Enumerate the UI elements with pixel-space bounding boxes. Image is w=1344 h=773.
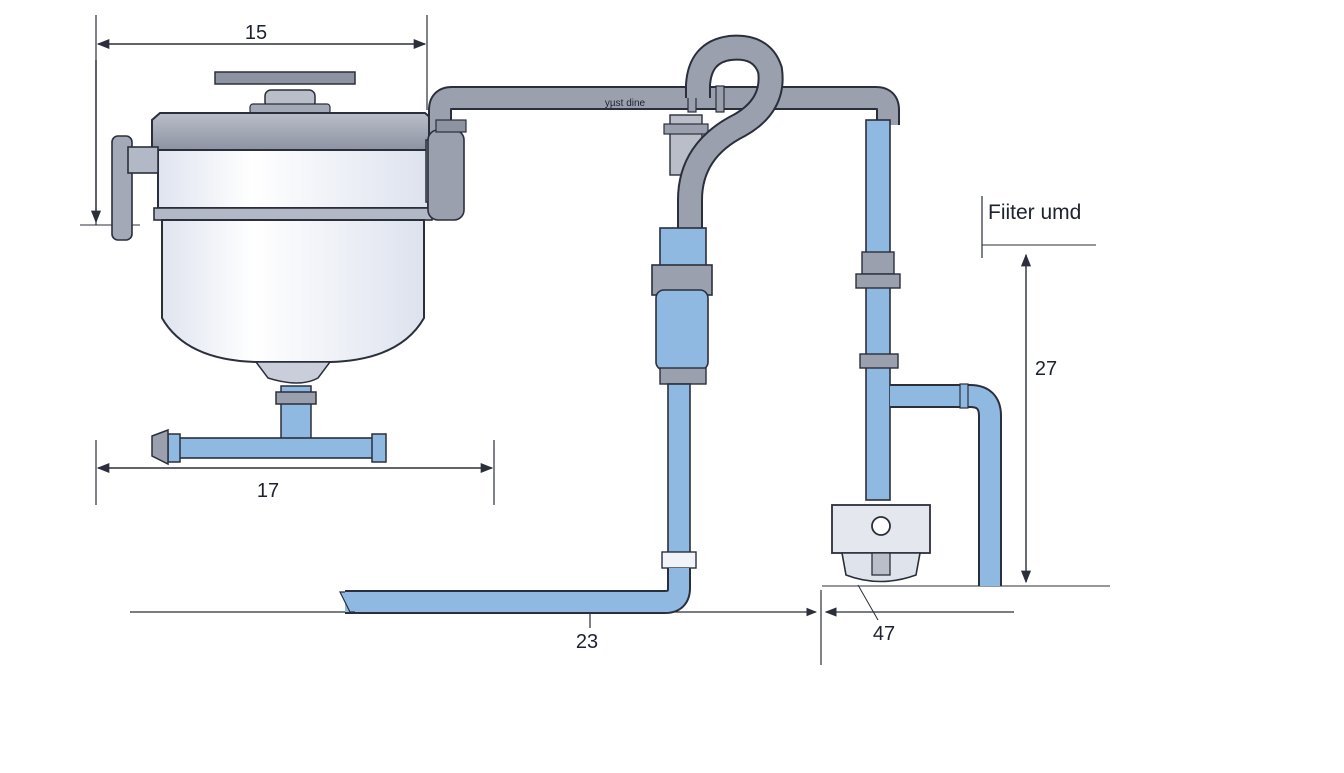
- right-vertical-pipe: [855, 119, 901, 501]
- pipe-label: yµst dine: [605, 98, 646, 109]
- dim-label-filter-height: 27: [1035, 358, 1057, 380]
- dimension-filter-gap: 47: [820, 584, 1110, 665]
- base-outlet-pipe: [151, 385, 387, 466]
- filter-unit: [831, 504, 931, 583]
- dimension-top-width: 15: [80, 15, 428, 226]
- filter-label: Fiiter umd: [988, 201, 1081, 224]
- dim-label-base-width: 17: [257, 480, 279, 502]
- dim-label-top-width: 15: [245, 22, 267, 44]
- dim-label-floor-run: 23: [576, 631, 598, 653]
- tank: [111, 71, 441, 384]
- swan-neck-pipe: [677, 34, 784, 240]
- top-horizontal-pipe: yµst dine: [427, 85, 900, 221]
- dimension-base-width: 17: [95, 440, 495, 505]
- middle-drain-pipe: [339, 227, 713, 614]
- right-branch-pipe: [890, 383, 1002, 586]
- dimension-filter-height: 27: [981, 196, 1096, 584]
- dim-label-filter-gap: 47: [873, 623, 895, 645]
